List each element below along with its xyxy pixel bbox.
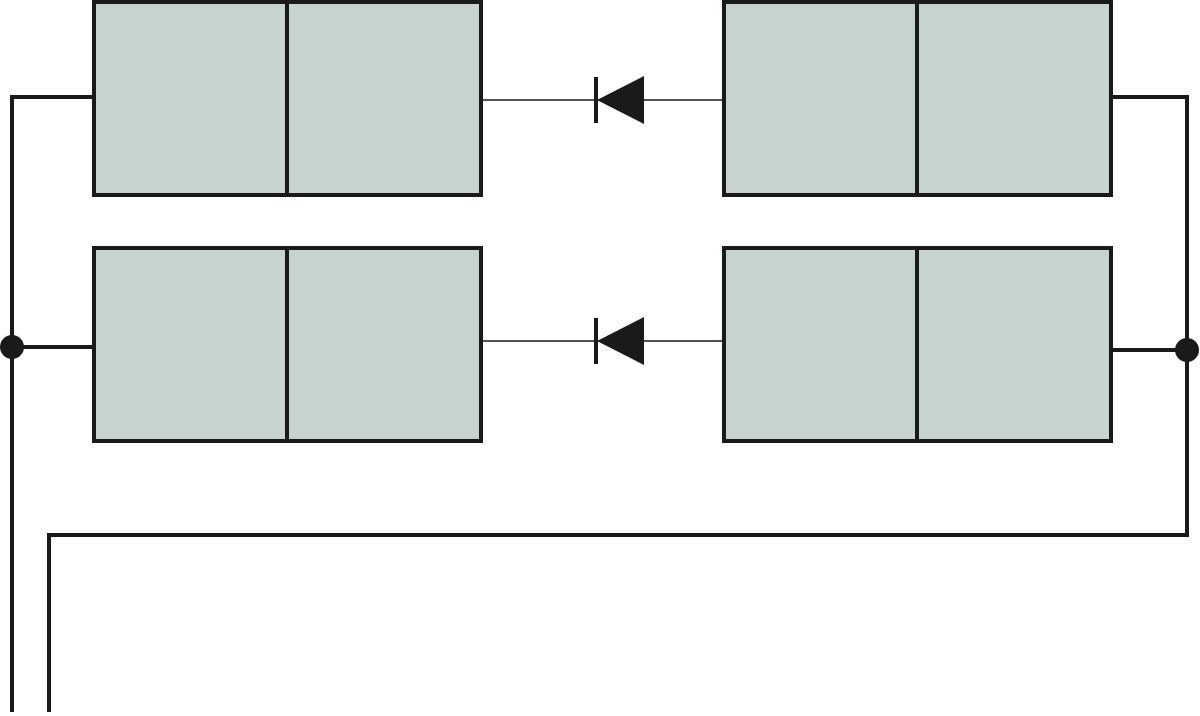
node-right <box>1175 338 1199 362</box>
panel-bottom-left <box>92 246 483 443</box>
node-left <box>0 335 24 359</box>
wire-left-bus <box>10 95 95 712</box>
diode-bottom <box>594 317 644 365</box>
diode-top <box>594 76 644 124</box>
wire-right-bus <box>47 95 1189 712</box>
panel-top-left <box>92 0 483 197</box>
panel-top-right <box>722 0 1113 197</box>
diode-top-triangle <box>597 76 644 124</box>
panel-bottom-right <box>722 246 1113 443</box>
diode-bottom-triangle <box>597 317 644 365</box>
